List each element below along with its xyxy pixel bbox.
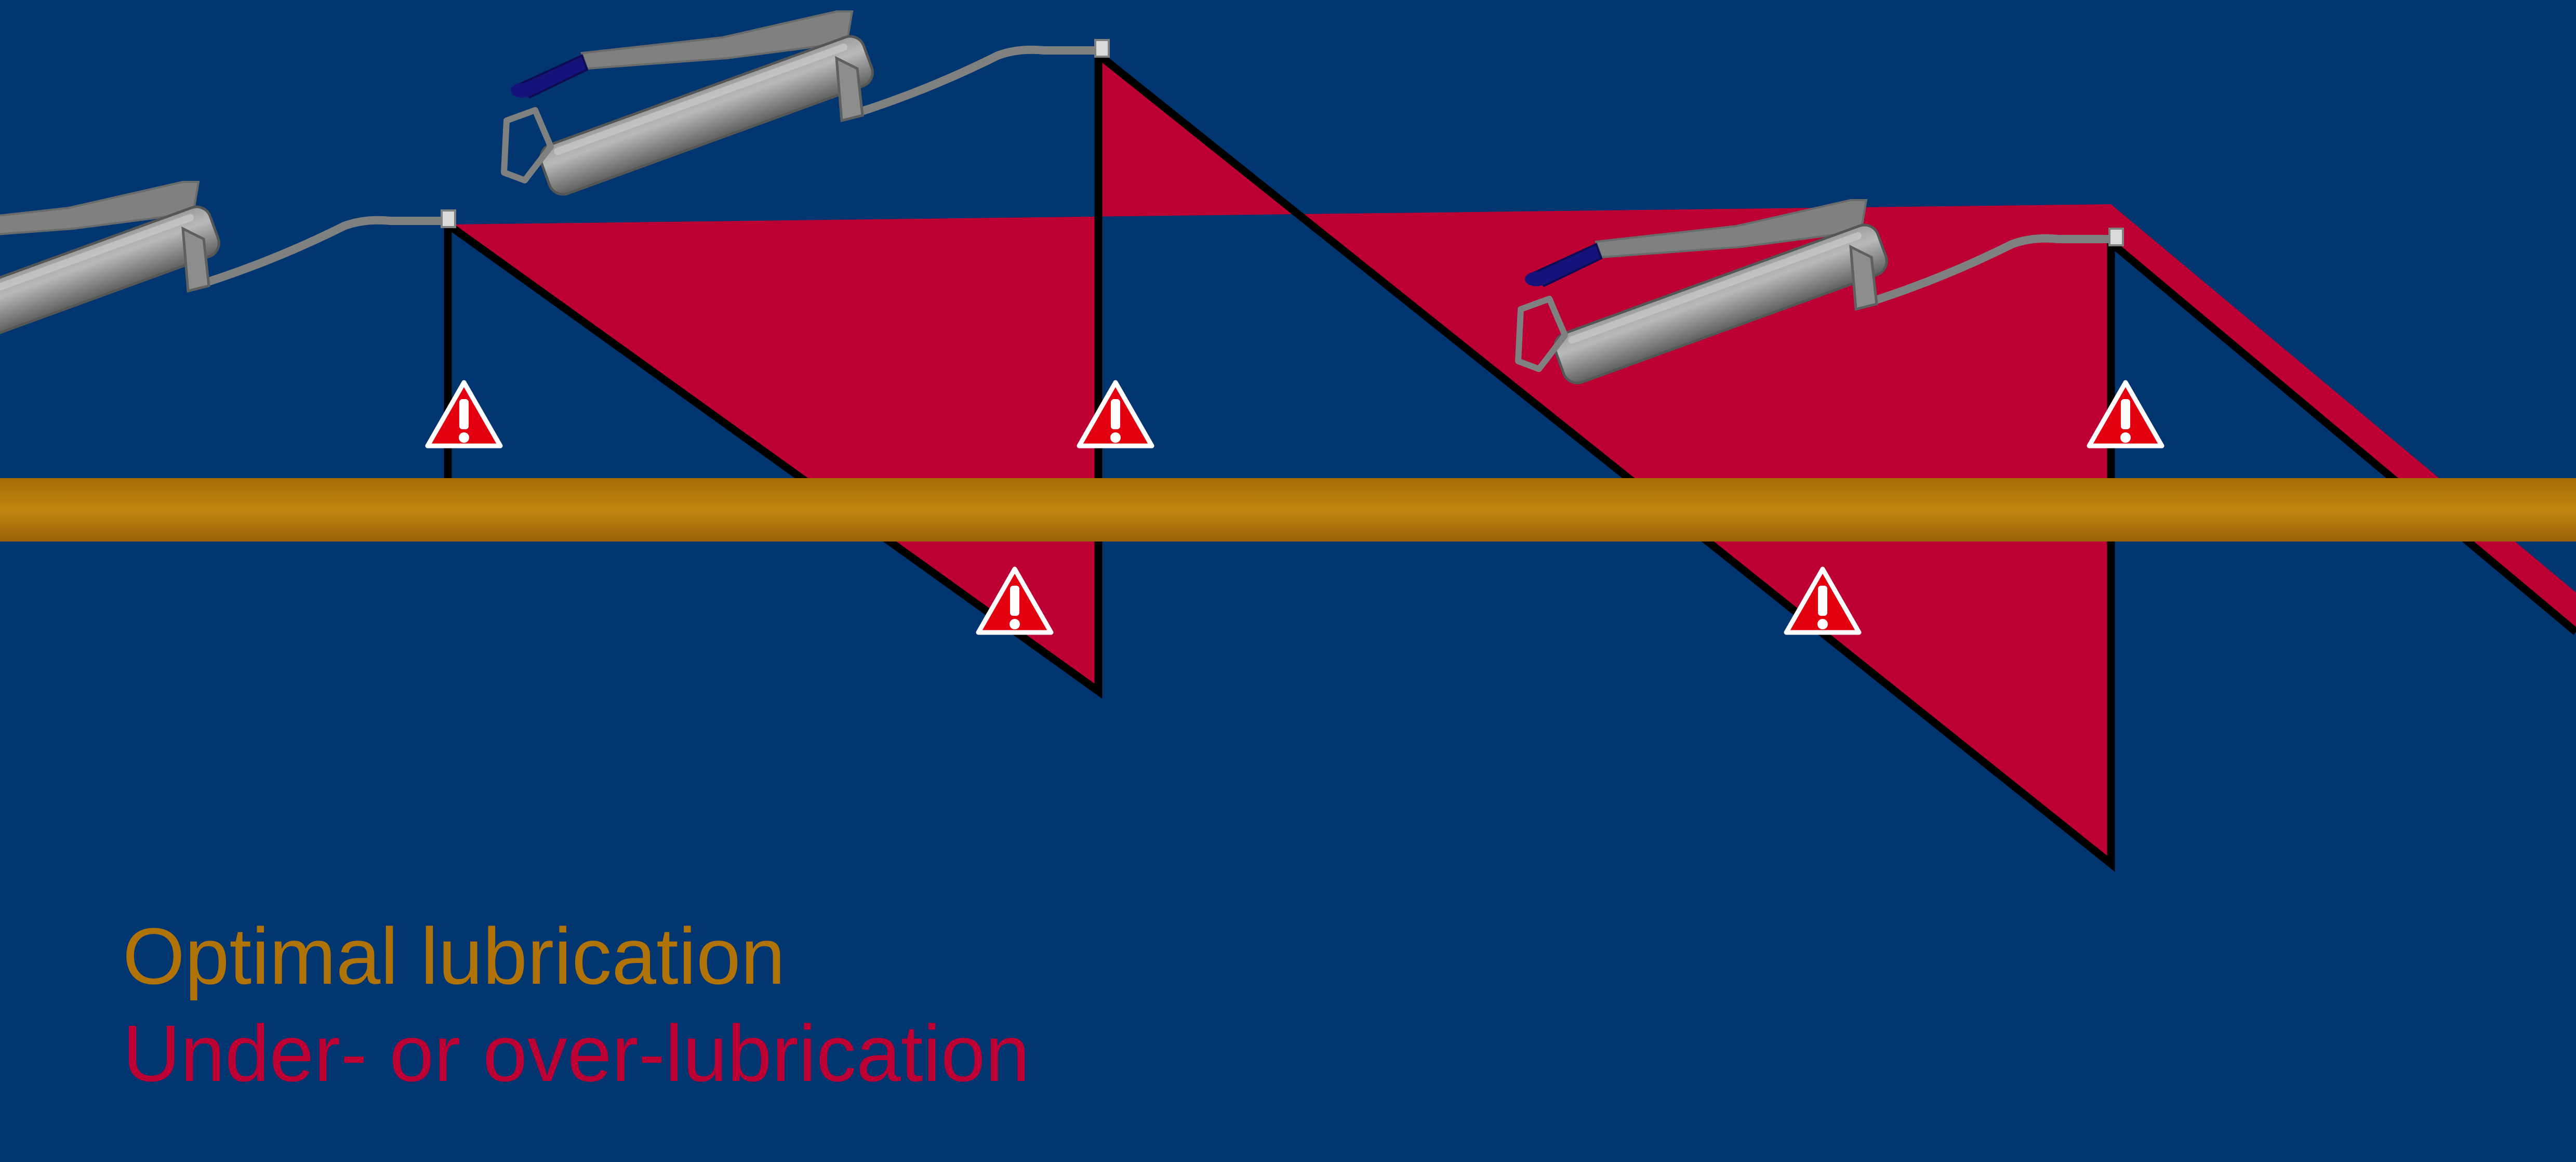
optimal-lubrication-band	[0, 478, 2576, 542]
legend-optimal-label: Optimal lubrication	[123, 916, 785, 996]
legend-under-over-label: Under- or over-lubrication	[123, 1013, 1030, 1093]
